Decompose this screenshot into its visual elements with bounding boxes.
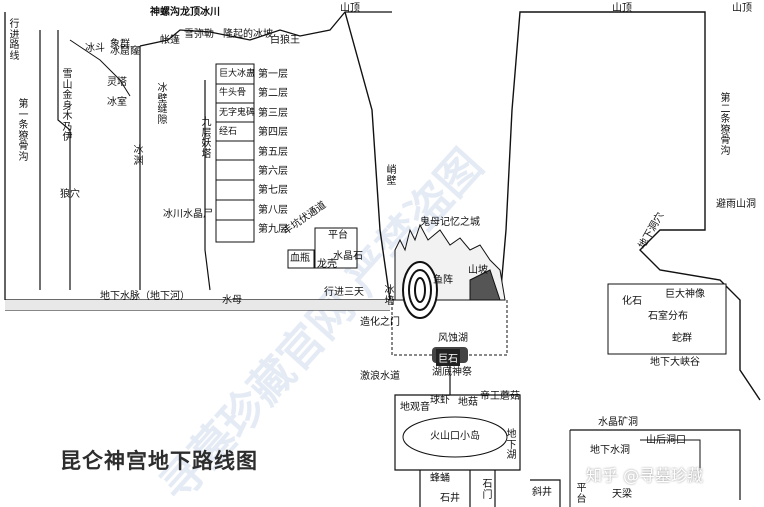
tower-floor-label: 第九层 xyxy=(258,224,288,236)
label-route: 行进路线 xyxy=(9,19,20,62)
label-glacier: 神螺沟龙顶冰川 xyxy=(150,7,220,18)
label-great-idol: 巨大神像 xyxy=(665,289,705,300)
tower-floor-label: 第二层 xyxy=(258,88,288,100)
tower-floor-label: 第五层 xyxy=(258,146,288,158)
tower-floor-label: 第四层 xyxy=(258,127,288,139)
blood-vial-room xyxy=(287,249,315,269)
tower-floor-label: 第一层 xyxy=(258,69,288,80)
cliff-center xyxy=(344,11,391,301)
label-crystal-mine: 水晶矿洞 xyxy=(598,417,638,428)
crystal-tunnel xyxy=(569,430,701,507)
label-summit-3: 山顶 xyxy=(732,3,752,14)
label-hill: 山坡 xyxy=(468,265,488,276)
tower-floor-label: 第六层 xyxy=(258,166,288,177)
label-summit-1: 山顶 xyxy=(340,3,360,14)
label-underground-lake: 地下湖 xyxy=(506,429,517,461)
label-rear-entrance: 山后洞口 xyxy=(646,435,686,446)
tower-floor-label: 第八层 xyxy=(258,204,288,216)
label-mummy: 雪山金身木乃伊 xyxy=(62,69,73,143)
label-fish-formation: 鱼阵 xyxy=(433,275,453,286)
tower-floor-item: 无字鬼碑 xyxy=(219,107,256,118)
great-canyon-box xyxy=(607,283,727,355)
label-lake-shrine: 湖底神祭 xyxy=(432,367,472,378)
label-spirit-tower: 灵塔 xyxy=(107,77,127,88)
label-ice-wall: 冰墙 xyxy=(384,285,395,307)
route-line-top xyxy=(69,39,131,97)
label-summit-2: 山顶 xyxy=(612,3,632,14)
page-title: 昆仑神宫地下路线图 xyxy=(60,448,258,473)
label-gate: 造化之门 xyxy=(360,317,400,328)
label-stone-door: 石门 xyxy=(482,479,493,501)
river-shading xyxy=(5,300,390,310)
label-underground-river: 地下水脉（地下河） xyxy=(100,291,190,302)
label-dragon-shell: 龙壳 xyxy=(317,259,337,270)
ice-wall-mid xyxy=(139,46,211,291)
tower-floor-label: 第七层 xyxy=(258,185,288,197)
label-water-cave: 地下水洞 xyxy=(590,445,630,456)
ice-crevice-left xyxy=(39,30,71,290)
label-white-wolf: 白狼王 xyxy=(270,35,300,46)
label-crystal-corpse: 冰川水晶尸 xyxy=(163,209,213,220)
label-cliff: 峭壁 xyxy=(386,165,397,187)
label-wolf-den: 狼穴 xyxy=(60,189,80,200)
ghost-mother-city xyxy=(394,223,506,319)
lower-tunnels xyxy=(419,429,741,507)
label-elephants: 象群 xyxy=(110,39,130,50)
label-ice-hole: 冰窟窿 xyxy=(110,46,140,57)
tower-floor-item: 巨大冰蛊 xyxy=(219,69,256,79)
label-shrimp: 球虾 xyxy=(430,395,450,406)
label-ice-chamber: 冰室 xyxy=(107,97,127,108)
label-three-days: 行进三天 xyxy=(324,287,364,298)
label-incline-well: 斜井 xyxy=(532,487,552,498)
watermark-credit: 知乎 @寻墓珍藏 xyxy=(586,466,704,485)
label-boulder: 巨石 xyxy=(436,349,460,366)
label-blood-vial: 血瓶 xyxy=(290,253,310,264)
platform-room xyxy=(314,227,358,269)
label-ice-bucket: 冰斗 xyxy=(85,43,105,54)
label-guanyin: 地观音 xyxy=(400,402,430,413)
label-platform-2: 平台 xyxy=(576,483,587,505)
label-crystal-stone: 水晶石 xyxy=(333,251,363,262)
ridge-top xyxy=(139,11,392,47)
label-platform: 平台 xyxy=(328,230,348,241)
label-stone-well: 石井 xyxy=(440,493,460,504)
label-rain-cave: 避雨山洞 xyxy=(716,199,756,210)
label-tower: 九层妖塔 xyxy=(201,117,212,160)
label-sky-beam: 天梁 xyxy=(612,489,632,500)
tower-floor-label: 第三层 xyxy=(258,107,288,119)
label-emperor-mushroom: 帝王蘑菇 xyxy=(480,391,520,402)
label-ice-crack: 冰壁缝隙 xyxy=(157,83,168,126)
label-volcano-island: 火山口小岛 xyxy=(430,431,480,442)
label-stone-rooms: 石室分布 xyxy=(648,311,688,322)
nine-layer-tower xyxy=(215,63,255,243)
label-ice-slope: 隆起的冰坡 xyxy=(223,29,273,40)
label-tent: 帐篷 xyxy=(160,35,180,46)
label-great-canyon: 地下大峡谷 xyxy=(650,357,700,368)
label-mushroom: 地菇 xyxy=(458,397,478,408)
label-wind-lake: 风蚀湖 xyxy=(438,333,468,344)
label-snakes: 蛇群 xyxy=(672,333,692,344)
label-ghost-city: 鬼母记忆之城 xyxy=(420,217,480,228)
label-pupa: 蜂蛹 xyxy=(430,473,450,484)
volcano-island xyxy=(402,416,508,458)
label-waterway: 激浪水道 xyxy=(360,371,400,382)
label-fossil: 化石 xyxy=(622,296,642,307)
label-snow-buddha: 雪弥勒 xyxy=(184,29,214,40)
label-jellyfish: 水母 xyxy=(222,295,242,306)
tower-floor-item: 经石 xyxy=(219,127,238,138)
tower-floor-item: 牛头骨 xyxy=(219,88,247,99)
label-ice-abyss: 冰渊 xyxy=(133,145,144,167)
label-bone-ditch-2: 第二条獠骨沟 xyxy=(720,93,731,157)
label-bone-ditch-1: 第一条獠骨沟 xyxy=(18,99,29,163)
cliff-right xyxy=(499,11,761,401)
